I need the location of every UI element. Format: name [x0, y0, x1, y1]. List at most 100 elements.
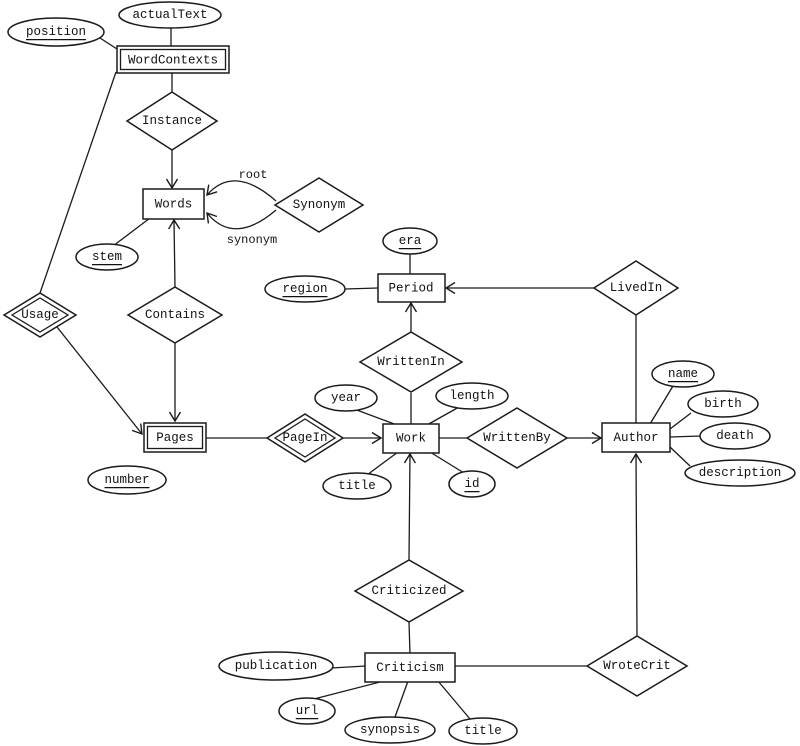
relationship-usage: Usage [2, 292, 78, 338]
edge-name-author [649, 385, 674, 425]
livedin-diamond [592, 260, 680, 316]
stem-ellipse [75, 243, 139, 271]
weak-entity-pages: Pages [143, 422, 207, 453]
usage-outer-diamond [2, 292, 78, 338]
work-title-ellipse [322, 472, 392, 500]
birth-label: birth [704, 397, 742, 411]
writtenby-diamond [465, 407, 569, 469]
edge-criticized-criticism [408, 621, 411, 655]
livedin-label: LivedIn [610, 281, 663, 295]
criticism-label: Criticism [376, 661, 444, 675]
relationship-wrotecrit: WroteCrit [585, 635, 689, 697]
edge-stem-words [112, 217, 151, 247]
author-rect [601, 422, 671, 453]
attribute-number: number [87, 465, 167, 495]
actualtext-ellipse [118, 1, 222, 29]
edge-synonym-root-arrow [206, 180, 277, 202]
attribute-era: era [382, 227, 438, 255]
era-label: era [399, 234, 422, 248]
description-label: description [699, 466, 782, 480]
edge-title-work [366, 451, 399, 476]
attribute-id: id [448, 470, 496, 498]
attribute-url: url [278, 697, 336, 725]
death-label: death [716, 429, 754, 443]
entity-work: Work [382, 423, 440, 454]
attribute-synopsis: synopsis [344, 716, 436, 744]
attribute-stem: stem [75, 243, 139, 271]
pages-label: Pages [156, 431, 194, 445]
usage-inner-diamond [10, 297, 70, 333]
criticism-title-ellipse [448, 717, 518, 745]
relationship-writtenby: WrittenBy [465, 407, 569, 469]
entity-period: Period [377, 273, 446, 303]
edges [39, 27, 702, 720]
instance-label: Instance [142, 114, 202, 128]
edge-criticismtitle-criticism [437, 680, 471, 720]
name-label: name [668, 367, 698, 381]
url-label: url [296, 704, 319, 718]
position-ellipse [7, 17, 105, 47]
birth-ellipse [687, 390, 759, 418]
synonym-diamond [273, 177, 365, 233]
relationship-livedin: LivedIn [592, 260, 680, 316]
period-label: Period [388, 282, 433, 296]
attribute-length: length [435, 382, 509, 410]
writtenin-diamond [358, 331, 464, 393]
edge-criticized-work-arrow [403, 452, 417, 561]
id-ellipse [448, 470, 496, 498]
role-root-label: root [239, 168, 268, 182]
length-ellipse [435, 382, 509, 410]
contains-label: Contains [145, 308, 205, 322]
relationship-contains: Contains [126, 286, 224, 344]
entity-words: Words [142, 188, 205, 220]
death-ellipse [699, 422, 771, 450]
actualtext-label: actualText [132, 8, 207, 22]
edge-contains-words-arrow [168, 218, 181, 288]
criticism-rect [364, 652, 456, 683]
relationship-instance: Instance [125, 91, 219, 151]
edge-wordcontexts-usage [39, 71, 117, 294]
number-ellipse [87, 465, 167, 495]
pagein-inner-diamond [273, 418, 337, 458]
edge-wrotecrit-author-arrow [629, 452, 643, 637]
usage-label: Usage [21, 308, 59, 322]
attribute-birth: birth [687, 390, 759, 418]
edge-position-wordcontexts [99, 37, 118, 50]
weak-entity-wordcontexts: WordContexts [116, 45, 230, 74]
relationship-criticized: Criticized [353, 559, 465, 623]
year-ellipse [314, 384, 378, 412]
synopsis-label: synopsis [360, 723, 420, 737]
edge-synonym-synonym-arrow [206, 209, 277, 230]
attribute-actualtext: actualText [118, 1, 222, 29]
criticism-title-label: title [464, 724, 502, 738]
attribute-name: name [651, 360, 715, 388]
era-ellipse [382, 227, 438, 255]
writtenby-label: WrittenBy [483, 431, 551, 445]
edge-synopsis-criticism [394, 680, 409, 718]
publication-label: publication [235, 659, 318, 673]
length-label: length [449, 389, 494, 403]
work-title-label: title [338, 479, 376, 493]
edge-length-work [426, 406, 460, 426]
attribute-year: year [314, 384, 378, 412]
id-label: id [464, 477, 479, 491]
url-ellipse [278, 697, 336, 725]
attribute-criticism-title: title [448, 717, 518, 745]
attribute-region: region [264, 275, 346, 303]
relationship-pagein: PageIn [265, 413, 345, 463]
role-labels: root synonym [227, 168, 277, 247]
work-rect [382, 423, 440, 454]
region-label: region [282, 282, 327, 296]
publication-ellipse [218, 651, 334, 681]
edge-description-author [669, 446, 691, 467]
words-rect [142, 188, 205, 220]
edge-death-author [669, 435, 702, 438]
criticized-diamond [353, 559, 465, 623]
writtenin-label: WrittenIn [377, 355, 445, 369]
synonym-label: Synonym [293, 198, 346, 212]
period-rect [377, 273, 446, 303]
role-synonym-label: synonym [227, 233, 277, 247]
edge-usage-pages-arrow [56, 326, 143, 436]
pages-inner-rect [146, 425, 204, 450]
